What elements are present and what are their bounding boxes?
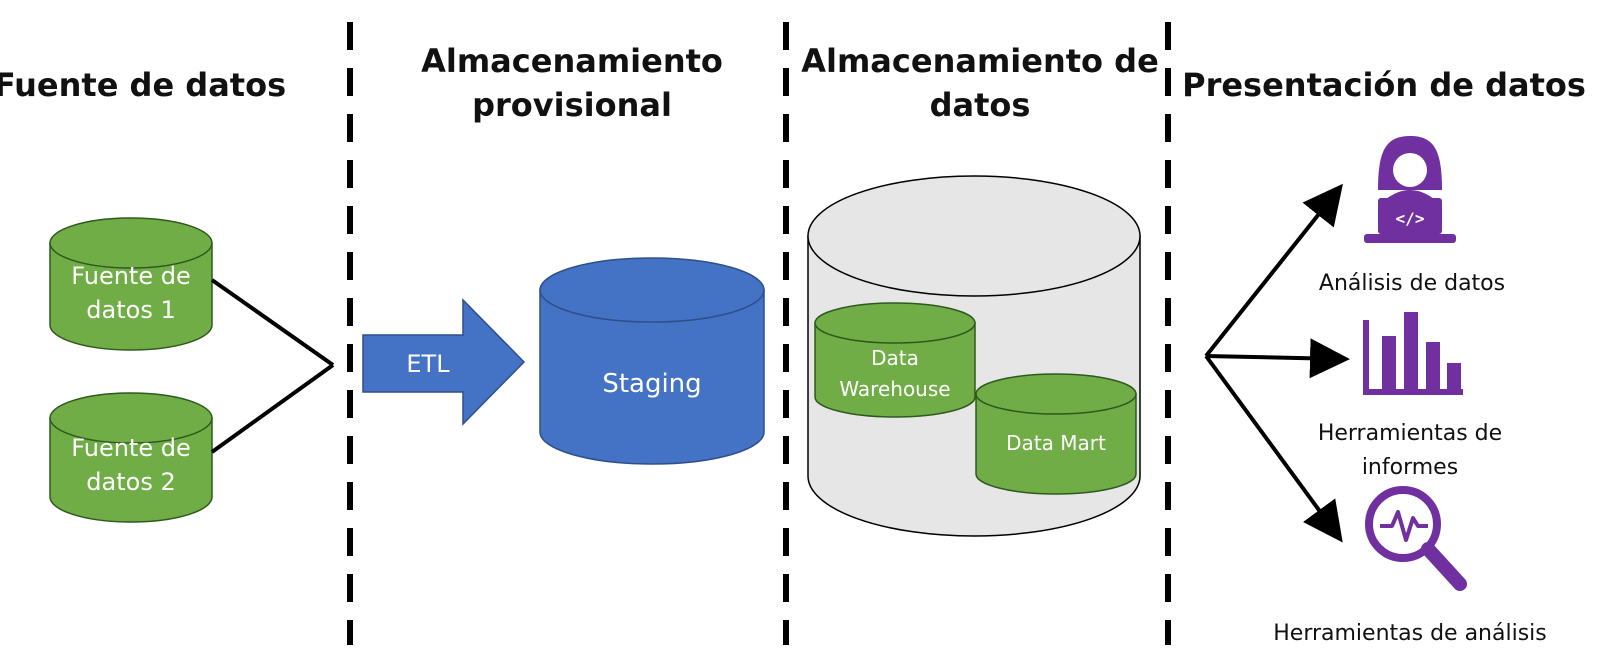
staging-label: Staging <box>602 369 701 399</box>
label-analisis-de-datos: Análisis de datos <box>1319 271 1505 296</box>
header-presentacion-de-datos: Presentación de datos <box>1182 66 1586 104</box>
column-separators <box>347 22 1171 645</box>
staging-cylinder: Staging <box>539 257 765 465</box>
laptop-user-code-icon: </> <box>1364 136 1456 243</box>
etl-arrow: ETL <box>362 298 526 426</box>
source-2-label-line1: Fuente de <box>71 434 190 462</box>
label-herramientas-de-analisis: Herramientas de análisis <box>1273 621 1547 646</box>
data-warehouse-label-line1: Data <box>871 346 919 370</box>
magnifier-pulse-icon <box>1365 486 1467 591</box>
arrow-to-analisis-de-datos <box>1204 183 1343 358</box>
header-fuente-de-datos: Fuente de datos <box>0 66 286 104</box>
source-cylinder-1: Fuente de datos 1 <box>49 217 213 351</box>
header-almacenamiento-de-datos-line1: Almacenamiento de <box>801 42 1159 80</box>
data-warehouse-cylinder: Data Warehouse <box>814 302 976 418</box>
bar-chart-icon <box>1363 312 1463 395</box>
svg-text:</>: </> <box>1396 209 1425 228</box>
header-almacenamiento-de-datos-line2: datos <box>930 86 1031 124</box>
arrow-to-herramientas-de-informes <box>1205 338 1350 379</box>
connector-source-1 <box>210 278 335 367</box>
label-herramientas-de-informes-line1: Herramientas de <box>1318 421 1502 446</box>
etl-label: ETL <box>406 350 450 378</box>
source-connectors <box>210 278 335 454</box>
connector-source-2 <box>210 363 335 454</box>
data-warehouse-label-line2: Warehouse <box>839 377 950 401</box>
header-almacenamiento-provisional-line2: provisional <box>472 86 672 124</box>
data-mart-cylinder: Data Mart <box>975 373 1137 495</box>
output-arrows <box>1204 183 1350 543</box>
arrow-to-herramientas-de-analisis <box>1204 354 1343 543</box>
label-herramientas-de-informes-line2: informes <box>1362 455 1458 480</box>
data-mart-label: Data Mart <box>1006 431 1106 455</box>
source-1-label-line2: datos 1 <box>86 296 175 324</box>
header-almacenamiento-provisional-line1: Almacenamiento <box>421 42 723 80</box>
source-cylinder-2: Fuente de datos 2 <box>49 392 213 523</box>
source-2-label-line2: datos 2 <box>86 468 175 496</box>
source-1-label-line1: Fuente de <box>71 262 190 290</box>
